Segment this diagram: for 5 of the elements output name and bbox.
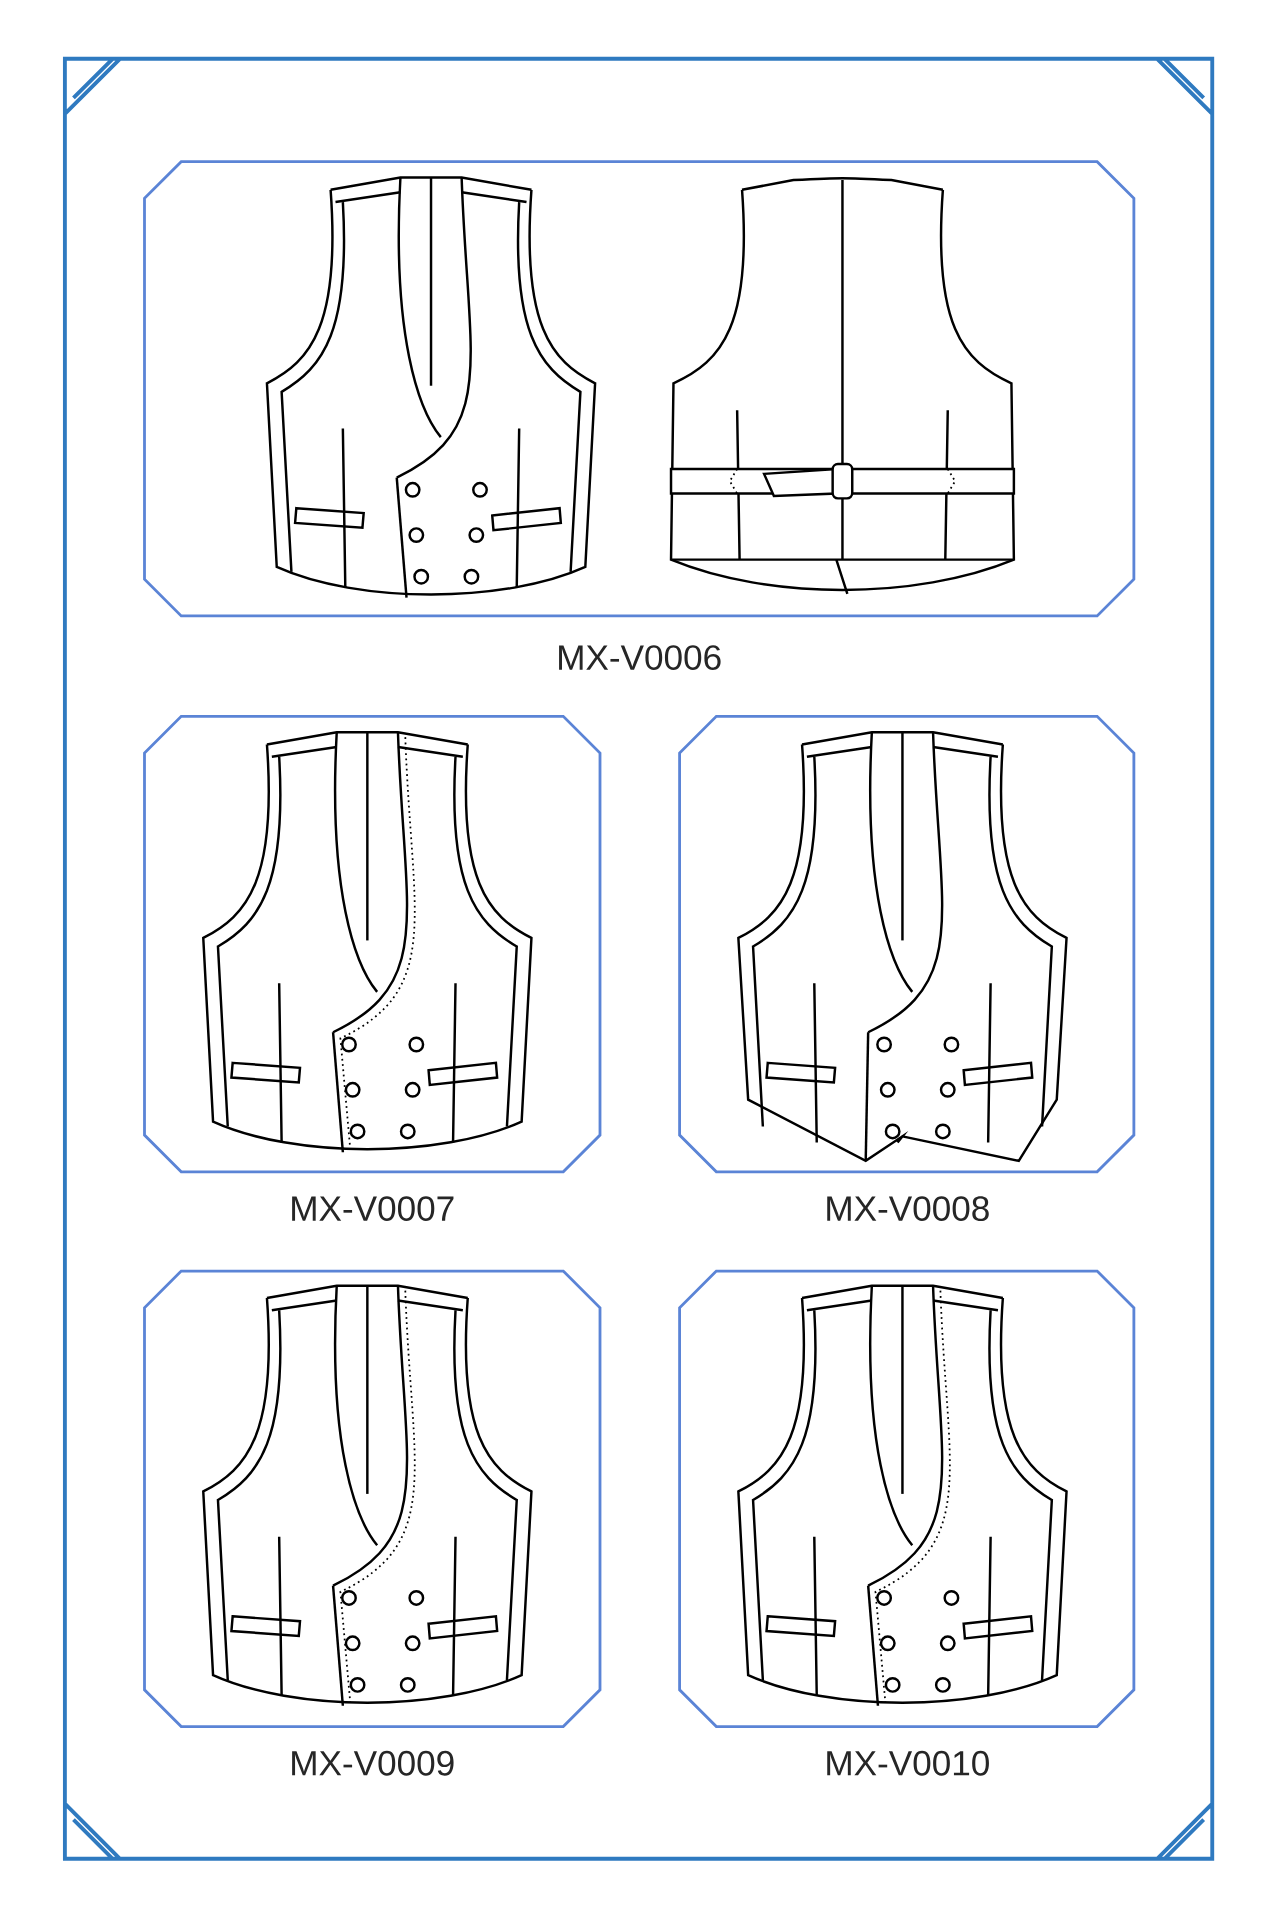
product-code: MX-V0006	[559, 645, 721, 670]
product-code: MX-V0009	[292, 1750, 454, 1776]
product-code: MX-V0008	[827, 1196, 989, 1221]
product-code: MX-V0010	[827, 1750, 990, 1776]
product-code: MX-V0007	[292, 1196, 454, 1221]
